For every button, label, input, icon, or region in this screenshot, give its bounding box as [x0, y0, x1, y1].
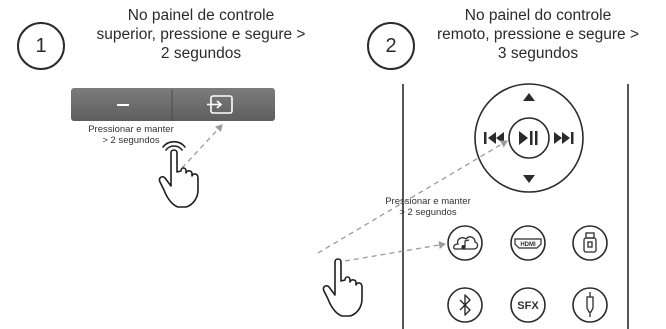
sfx-button[interactable]: SFX	[510, 287, 546, 323]
remote-control: HDMI SFX	[402, 83, 629, 329]
cloud-music-icon	[453, 236, 479, 250]
sfx-icon: SFX	[517, 300, 539, 312]
cloud-music-button[interactable]	[447, 225, 483, 261]
step-1-instruction: No painel de controle superior, pression…	[86, 6, 316, 63]
play-pause-icon[interactable]	[519, 131, 538, 145]
step-1-instruction-line-2: superior, pressione e segure >	[96, 26, 306, 43]
step-1-hold-label-line-1: Pressionar e manter	[88, 124, 174, 135]
step-2-instruction-line-2: remoto, pressione e segure >	[436, 26, 640, 43]
step-2-number: 2	[385, 34, 397, 57]
input-source-icon	[207, 95, 233, 114]
usb-icon	[583, 232, 597, 253]
step-1-number-badge: 1	[17, 22, 65, 70]
step-2-dashed-arrow-to-cloud	[344, 241, 446, 262]
step-2-hand-pointer-icon	[322, 258, 363, 317]
usb-button[interactable]	[572, 225, 608, 261]
hdmi-button[interactable]: HDMI	[510, 225, 546, 261]
step-1-hold-label-line-2: > 2 segundos	[102, 135, 160, 146]
step-2-instruction-line-1: No painel do controle	[464, 7, 612, 24]
aux-icon	[586, 292, 594, 317]
step-2-instruction: No painel do controle remoto, pressione …	[418, 6, 658, 63]
step-2-hold-label-line-2: > 2 segundos	[399, 207, 457, 218]
bluetooth-icon	[459, 294, 471, 316]
up-arrow-icon[interactable]	[523, 93, 535, 101]
bluetooth-button[interactable]	[447, 287, 483, 323]
step-2-number-badge: 2	[367, 22, 415, 70]
step-1-dashed-arrow	[181, 124, 223, 169]
aux-button[interactable]	[572, 287, 608, 323]
step-2-hold-label-line-1: Pressionar e manter	[385, 196, 471, 207]
input-source-button[interactable]	[175, 90, 272, 119]
step-2-instruction-line-3: 3 segundos	[497, 45, 579, 62]
navigation-ring	[474, 83, 584, 193]
down-arrow-icon[interactable]	[523, 175, 535, 183]
minus-icon	[117, 104, 129, 106]
top-control-panel	[71, 88, 275, 121]
step-1-number: 1	[35, 34, 47, 57]
step-1-hand-pointer-icon	[158, 140, 199, 208]
step-2-dashed-arrow-to-play	[317, 140, 508, 254]
next-track-icon[interactable]	[554, 132, 574, 144]
step-1-instruction-line-3: 2 segundos	[160, 45, 242, 62]
hdmi-label: HDMI	[520, 242, 536, 248]
hdmi-icon: HDMI	[514, 238, 542, 249]
step-1-instruction-line-1: No painel de controle	[127, 7, 275, 24]
